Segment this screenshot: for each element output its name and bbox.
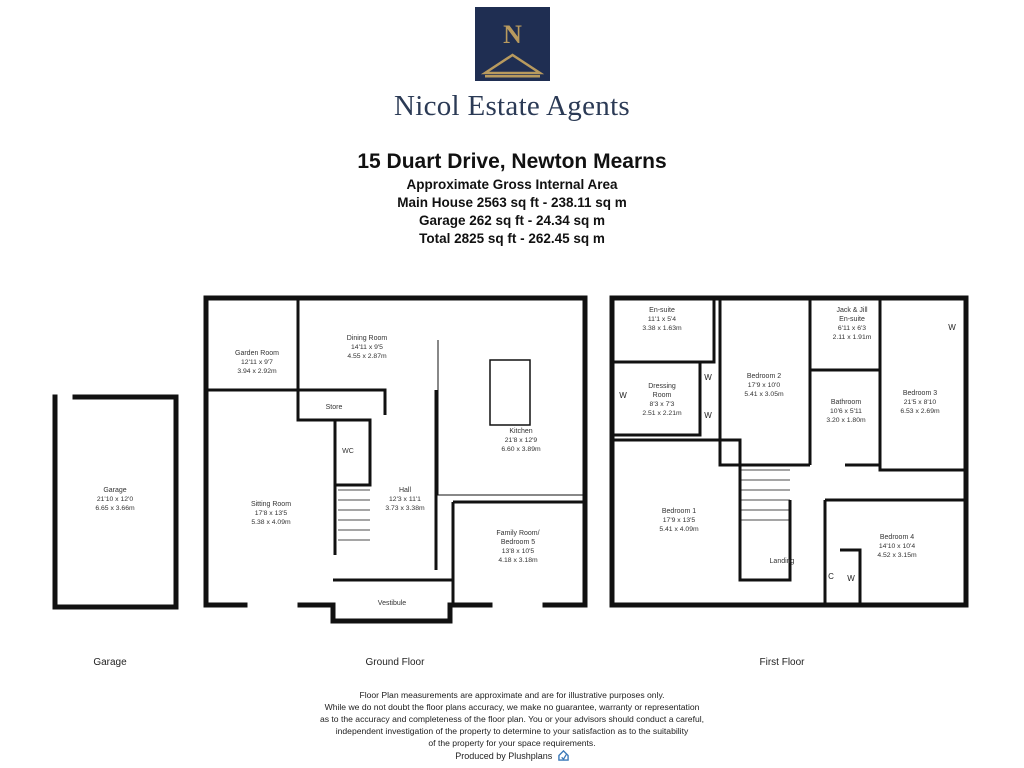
wardrobe-mark-bedroom2-upper: W xyxy=(704,373,712,382)
bedroom2-dim2: 5.41 x 3.05m xyxy=(744,391,784,398)
hall-name: Hall xyxy=(399,487,412,494)
logo-roof-icon xyxy=(480,53,545,75)
store-name: Store xyxy=(326,404,343,411)
bedroom3-name: Bedroom 3 xyxy=(903,390,937,397)
bedroom1-dim2: 5.41 x 4.09m xyxy=(659,526,699,533)
ensuite-wall xyxy=(612,300,716,364)
garage-room-dim2: 6.65 x 3.66m xyxy=(95,505,135,512)
landing-walls xyxy=(612,438,792,582)
dressing-room-dim2: 2.51 x 2.21m xyxy=(642,410,682,417)
bedroom3-dim2: 6.53 x 2.69m xyxy=(900,408,940,415)
bathroom-name: Bathroom xyxy=(831,399,862,406)
sitting-room-dim1: 17'8 x 13'5 xyxy=(255,510,288,517)
ground-floor-label: Ground Floor xyxy=(366,657,426,668)
area-main-house: Main House 2563 sq ft - 238.11 sq m xyxy=(397,195,627,210)
family-room-name-line2: Bedroom 5 xyxy=(501,539,535,546)
dining-room-dim1: 14'11 x 9'5 xyxy=(351,344,383,351)
brand-name: Nicol Estate Agents xyxy=(393,90,631,122)
garden-room-dim1: 12'11 x 9'7 xyxy=(241,359,273,366)
family-room-name-line1: Family Room/ xyxy=(496,530,539,537)
sitting-room-top-wall xyxy=(296,390,338,422)
dressing-room-dim1: 8'3 x 7'3 xyxy=(650,401,675,408)
hall-dim1: 12'3 x 11'1 xyxy=(389,496,421,503)
logo-baseline xyxy=(485,75,540,78)
jj-ensuite-name-line2: En-suite xyxy=(839,316,865,323)
kitchen-name: Kitchen xyxy=(509,428,532,435)
jj-ensuite-dim2: 2.11 x 1.91m xyxy=(833,334,872,341)
bathroom-dim1: 10'6 x 5'11 xyxy=(830,408,862,415)
sitting-room-name: Sitting Room xyxy=(251,501,291,508)
produced-by-text: Produced by Plushplans xyxy=(455,751,553,761)
disclaimer-line: Floor Plan measurements are approximate … xyxy=(359,690,665,700)
bedroom4-dim1: 14'10 x 10'4 xyxy=(879,543,915,550)
logo-letter: N xyxy=(503,20,522,49)
garage-walls xyxy=(52,394,179,610)
kitchen-dim2: 6.60 x 3.89m xyxy=(501,446,541,453)
dressing-room-wall xyxy=(612,362,702,437)
family-room-dim2: 4.18 x 3.18m xyxy=(498,557,538,564)
store-wall xyxy=(298,388,387,415)
disclaimer-line: While we do not doubt the floor plans ac… xyxy=(324,702,700,712)
disclaimer-line: independent investigation of the propert… xyxy=(335,726,689,736)
logo-background xyxy=(475,7,550,81)
hall-dim2: 3.73 x 3.38m xyxy=(385,505,425,512)
first-floor-label: First Floor xyxy=(760,657,806,668)
dining-room-dim2: 4.55 x 2.87m xyxy=(347,353,387,360)
disclaimer: Floor Plan measurements are approximate … xyxy=(292,689,732,749)
property-title: 15 Duart Drive, Newton Mearns xyxy=(357,150,667,173)
kitchen-island xyxy=(489,359,531,426)
wardrobe-mark-bedroom4: W xyxy=(847,574,855,583)
logo: N xyxy=(475,7,550,81)
footer: Produced by Plushplans xyxy=(412,750,612,761)
landing-name: Landing xyxy=(770,558,795,565)
ground-floor-outer-walls xyxy=(203,295,588,624)
ensuite-dim2: 3.38 x 1.63m xyxy=(642,325,682,332)
disclaimer-line: as to the accuracy and completeness of t… xyxy=(319,714,705,724)
plushplans-icon xyxy=(558,750,569,761)
bedroom1-dim1: 17'9 x 13'5 xyxy=(663,517,696,524)
dining-room-name: Dining Room xyxy=(347,335,388,342)
ground-floor-stairs xyxy=(338,489,370,541)
wc-name: WC xyxy=(342,448,354,455)
bedroom2-dim1: 17'9 x 10'0 xyxy=(748,382,781,389)
disclaimer-line: of the property for your space requireme… xyxy=(428,738,596,748)
area-heading: Approximate Gross Internal Area xyxy=(406,177,618,192)
area-total: Total 2825 sq ft - 262.45 sq m xyxy=(419,231,605,246)
ensuite-name: En-suite xyxy=(649,307,675,314)
kitchen-dim1: 21'8 x 12'9 xyxy=(505,437,538,444)
first-floor-stairs xyxy=(740,469,790,521)
garden-room-dim2: 3.94 x 2.92m xyxy=(237,368,277,375)
wardrobe-mark-bedroom3: W xyxy=(948,323,956,332)
wc-walls xyxy=(335,418,372,487)
area-garage: Garage 262 sq ft - 24.34 sq m xyxy=(418,213,606,228)
bedroom2-walls xyxy=(718,300,810,467)
sitting-room-dim2: 5.38 x 4.09m xyxy=(251,519,291,526)
cupboard-mark-landing: C xyxy=(828,572,834,581)
dressing-room-name-line2: Room xyxy=(653,392,672,399)
first-floor-outer-walls xyxy=(609,295,969,608)
jj-ensuite-name-line1: Jack & Jill xyxy=(836,307,868,314)
jj-ensuite-dim1: 6'11 x 6'3 xyxy=(838,325,866,332)
wardrobe-mark-bedroom2-lower: W xyxy=(704,411,712,420)
floor-plan: Garage 21'10 x 12'0 6.65 x 3.66m Garden … xyxy=(52,295,969,668)
bedroom4-name: Bedroom 4 xyxy=(880,534,914,541)
bedroom3-walls xyxy=(878,370,966,472)
garage-room-dim1: 21'10 x 12'0 xyxy=(97,496,133,503)
vestibule-name: Vestibule xyxy=(378,600,407,607)
ensuite-dim1: 11'1 x 5'4 xyxy=(648,316,676,323)
family-room-dim1: 13'8 x 10'5 xyxy=(502,548,535,555)
wardrobe-cupboard-walls xyxy=(840,548,862,605)
bathroom-dim2: 3.20 x 1.80m xyxy=(826,417,866,424)
garden-room-wall xyxy=(206,298,300,392)
wardrobe-mark-dressing: W xyxy=(619,391,627,400)
dressing-room-name-line1: Dressing xyxy=(648,383,676,390)
bedroom4-dim2: 4.52 x 3.15m xyxy=(877,552,917,559)
kitchen-counter xyxy=(437,340,585,496)
garage-room-name: Garage xyxy=(103,487,126,494)
bedroom2-name: Bedroom 2 xyxy=(747,373,781,380)
garden-room-name: Garden Room xyxy=(235,350,279,357)
bedroom1-name: Bedroom 1 xyxy=(662,508,696,515)
bedroom3-dim1: 21'5 x 8'10 xyxy=(904,399,937,406)
garage-floor-label: Garage xyxy=(93,657,127,668)
